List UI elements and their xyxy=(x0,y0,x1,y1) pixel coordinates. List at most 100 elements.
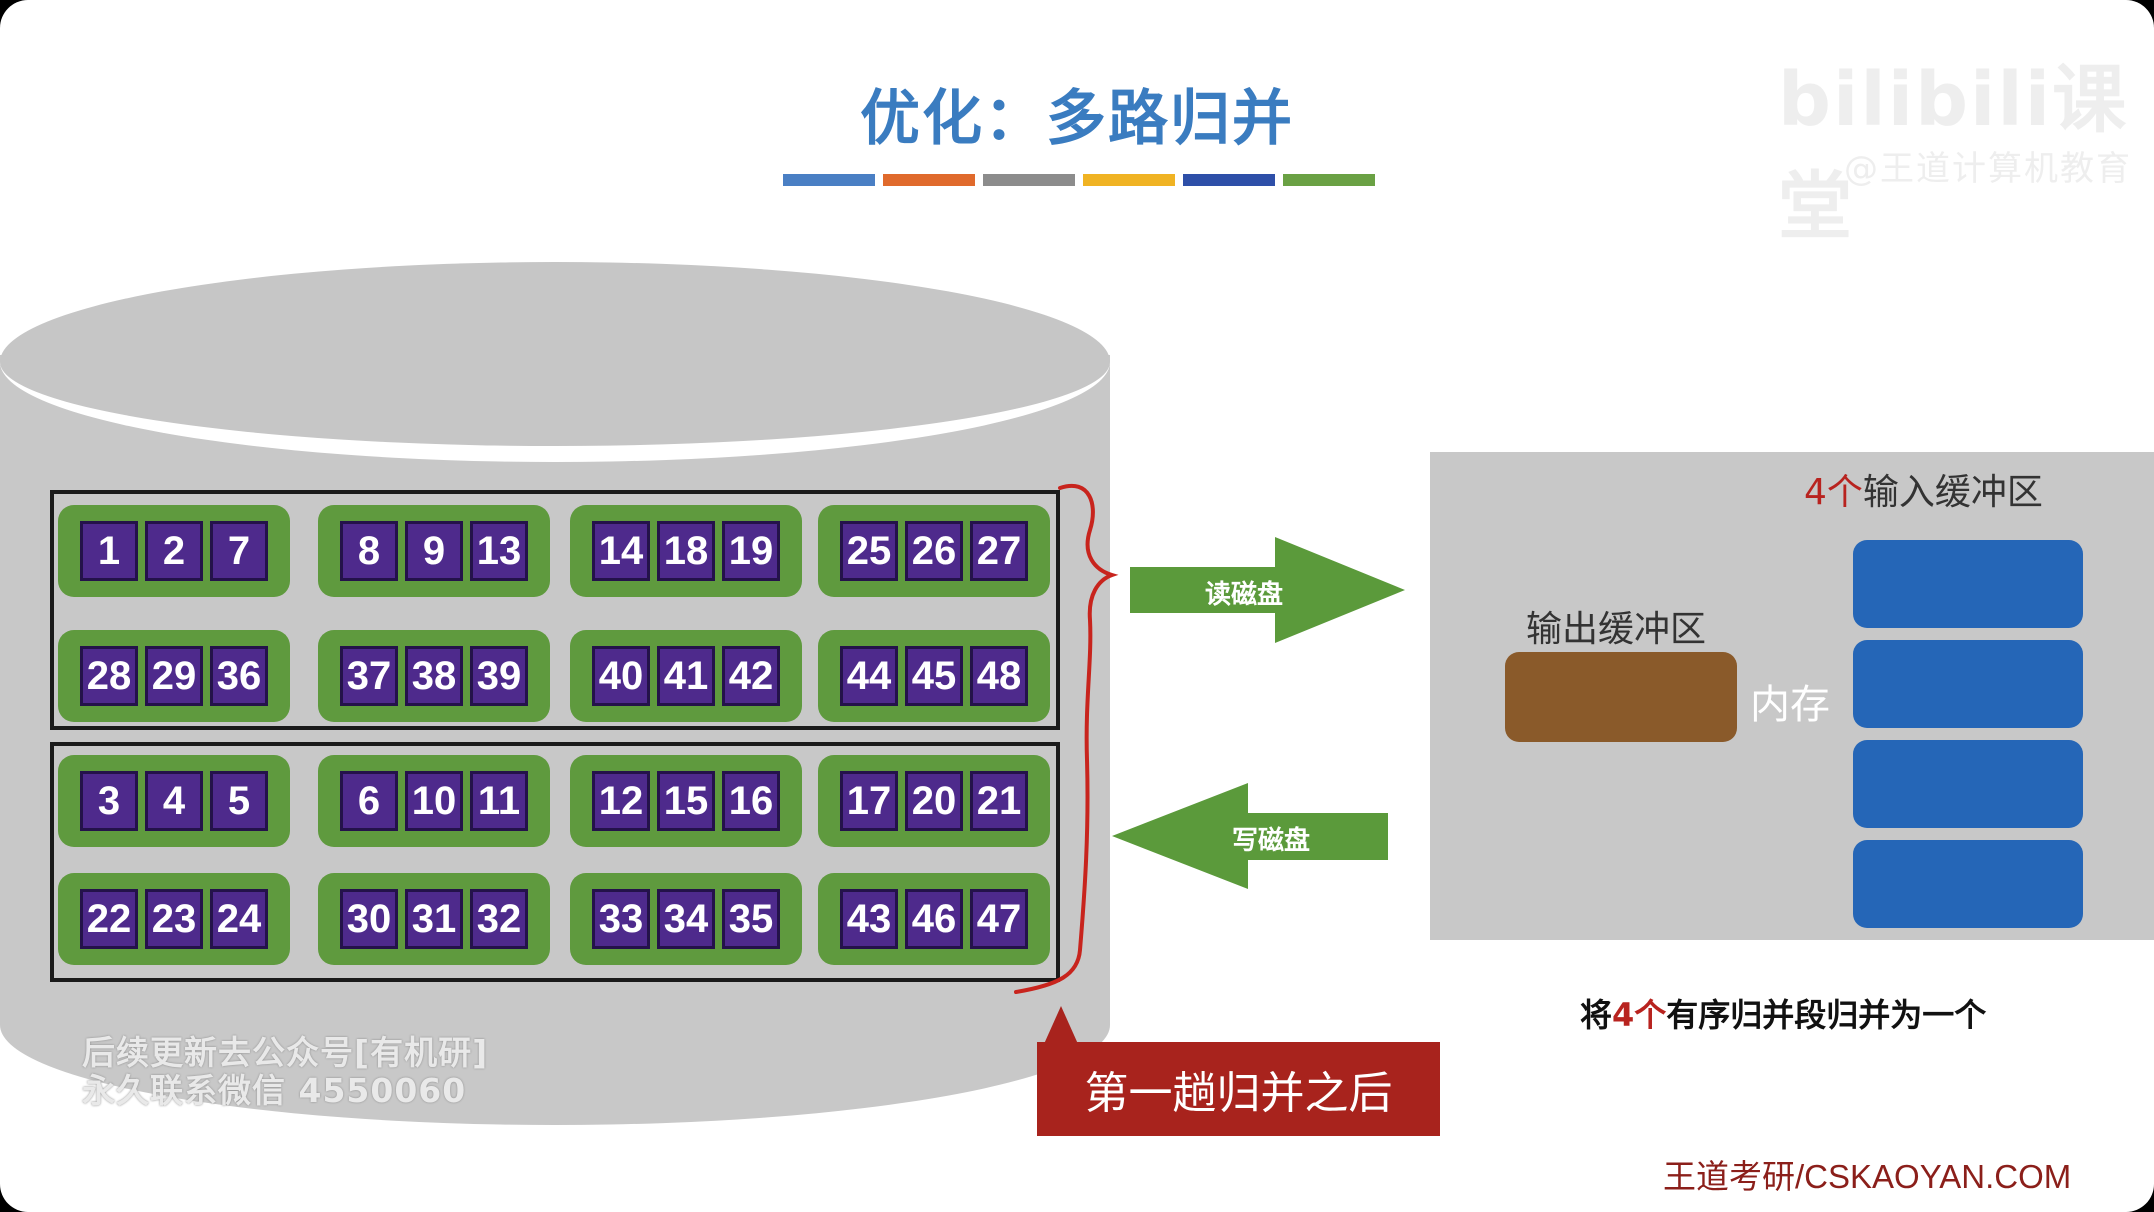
record-cell: 9 xyxy=(405,521,463,581)
record-cell: 42 xyxy=(722,646,780,706)
record-cell: 34 xyxy=(657,889,715,949)
record-cell: 1 xyxy=(80,521,138,581)
footer-brand: 王道考研/CSKAOYAN.COM xyxy=(1663,1158,2072,1195)
record-cell: 43 xyxy=(840,889,898,949)
input-buffer-4 xyxy=(1853,840,2083,928)
logo-subtitle: @王道计算机教育 xyxy=(1844,149,2132,189)
input-buffer-count: 4个 xyxy=(1804,472,1863,513)
input-buffer-2 xyxy=(1853,640,2083,728)
record-cell: 27 xyxy=(970,521,1028,581)
input-buffer-1 xyxy=(1853,540,2083,628)
title-bar-1 xyxy=(783,174,875,186)
red-brace-annotation xyxy=(1014,484,1119,994)
record-cell: 18 xyxy=(657,521,715,581)
record-cell: 20 xyxy=(905,771,963,831)
record-cell: 11 xyxy=(470,771,528,831)
record-cell: 4 xyxy=(145,771,203,831)
title-color-bars xyxy=(783,174,1375,186)
record-cell: 44 xyxy=(840,646,898,706)
record-cell: 16 xyxy=(722,771,780,831)
output-buffer xyxy=(1505,652,1737,742)
record-cell: 12 xyxy=(592,771,650,831)
caption-count: 4个 xyxy=(1612,996,1667,1034)
record-cell: 32 xyxy=(470,889,528,949)
output-buffer-label: 输出缓冲区 xyxy=(1526,609,1707,650)
title-bar-4 xyxy=(1083,174,1175,186)
record-cell: 14 xyxy=(592,521,650,581)
merge-caption: 将4个有序归并段归并为一个 xyxy=(1580,990,1986,1036)
title-bar-5 xyxy=(1183,174,1275,186)
record-cell: 2 xyxy=(145,521,203,581)
disk-cylinder-body xyxy=(0,355,1110,1125)
input-buffer-3 xyxy=(1853,740,2083,828)
record-cell: 47 xyxy=(970,889,1028,949)
write-disk-arrow xyxy=(1112,783,1388,889)
merge-group-top xyxy=(50,490,1060,730)
memory-label: 内存 xyxy=(1750,682,1830,728)
record-cell: 33 xyxy=(592,889,650,949)
record-cell: 7 xyxy=(210,521,268,581)
record-cell: 41 xyxy=(657,646,715,706)
watermark-line-1: 后续更新去公众号[有机研] xyxy=(82,1033,489,1072)
record-cell: 22 xyxy=(80,889,138,949)
bilibili-logo: bilibili课堂 xyxy=(1778,57,2129,250)
record-cell: 36 xyxy=(210,646,268,706)
read-disk-arrow xyxy=(1130,537,1405,643)
record-cell: 30 xyxy=(340,889,398,949)
record-cell: 23 xyxy=(145,889,203,949)
record-cell: 10 xyxy=(405,771,463,831)
record-cell: 24 xyxy=(210,889,268,949)
record-cell: 21 xyxy=(970,771,1028,831)
record-cell: 25 xyxy=(840,521,898,581)
callout-pointer xyxy=(1044,1006,1078,1044)
record-cell: 6 xyxy=(340,771,398,831)
record-cell: 19 xyxy=(722,521,780,581)
read-disk-label: 读磁盘 xyxy=(1205,580,1284,610)
record-cell: 38 xyxy=(405,646,463,706)
disk-cylinder-top xyxy=(0,262,1110,462)
record-cell: 31 xyxy=(405,889,463,949)
record-cell: 35 xyxy=(722,889,780,949)
record-cell: 40 xyxy=(592,646,650,706)
record-cell: 3 xyxy=(80,771,138,831)
record-cell: 39 xyxy=(470,646,528,706)
record-cell: 46 xyxy=(905,889,963,949)
merge-group-bottom xyxy=(50,742,1060,982)
record-cell: 8 xyxy=(340,521,398,581)
caption-post: 有序归并段归并为一个 xyxy=(1666,996,1987,1034)
page-title: 优化：多路归并 xyxy=(860,84,1294,154)
write-disk-label: 写磁盘 xyxy=(1232,826,1311,856)
title-bar-6 xyxy=(1283,174,1375,186)
title-bar-3 xyxy=(983,174,1075,186)
input-buffer-label: 4个输入缓冲区 xyxy=(1804,463,2043,515)
record-cell: 45 xyxy=(905,646,963,706)
record-cell: 48 xyxy=(970,646,1028,706)
record-cell: 37 xyxy=(340,646,398,706)
record-cell: 15 xyxy=(657,771,715,831)
record-cell: 17 xyxy=(840,771,898,831)
record-cell: 29 xyxy=(145,646,203,706)
record-cell: 13 xyxy=(470,521,528,581)
record-cell: 28 xyxy=(80,646,138,706)
record-cell: 26 xyxy=(905,521,963,581)
caption-pre: 将 xyxy=(1580,996,1613,1034)
watermark-line-2: 永久联系微信 4550060 xyxy=(82,1071,467,1110)
input-buffer-text: 输入缓冲区 xyxy=(1862,472,2043,513)
